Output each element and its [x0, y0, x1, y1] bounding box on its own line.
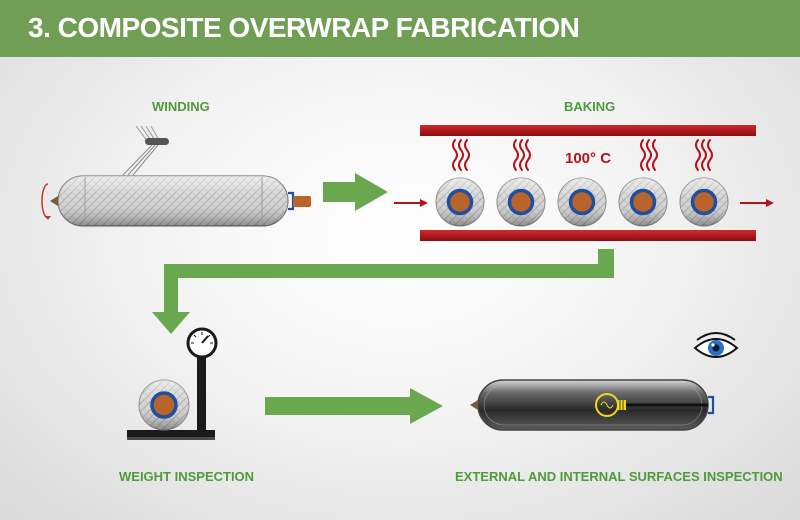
- oven: [394, 125, 774, 241]
- oven-tank: [679, 177, 729, 227]
- step-label-surfaces-inspection: EXTERNAL AND INTERNAL SURFACES INSPECTIO…: [455, 469, 783, 484]
- oven-top-bar: [420, 125, 756, 136]
- step-label-weight-inspection: WEIGHT INSPECTION: [119, 469, 255, 484]
- heat-wave-icon: [695, 139, 713, 171]
- oven-tank: [557, 177, 607, 227]
- scale: [127, 327, 218, 440]
- oven-temperature: 100° C: [565, 150, 611, 167]
- page-title: 3. COMPOSITE OVERWRAP FABRICATION: [28, 12, 580, 43]
- oven-bottom-bar: [420, 230, 756, 241]
- valve-fitting: [293, 196, 311, 207]
- arrow-to-baking: [323, 173, 388, 211]
- inspection-tank: [470, 379, 715, 431]
- flow-out-arrow: [766, 199, 774, 207]
- flow-in-arrow: [420, 199, 428, 207]
- oven-tanks: [435, 177, 729, 227]
- heat-waves: [452, 139, 713, 171]
- filament-guide: [122, 125, 169, 176]
- arrow-to-surfaces: [265, 388, 443, 424]
- oven-tank: [435, 177, 485, 227]
- rotation-arrow-icon: [41, 183, 49, 219]
- scale-column: [197, 357, 206, 437]
- oven-tank: [618, 177, 668, 227]
- step-label-winding: WINDING: [152, 99, 210, 114]
- title-bar: 3. COMPOSITE OVERWRAP FABRICATION: [0, 0, 800, 57]
- left-boss: [50, 196, 58, 206]
- arrow-to-weight: [152, 249, 614, 334]
- heat-wave-icon: [513, 139, 531, 171]
- heat-wave-icon: [640, 139, 658, 171]
- guide-eye: [145, 138, 169, 145]
- step-label-baking: BAKING: [564, 99, 616, 114]
- oven-tank: [496, 177, 546, 227]
- lightbulb-icon: [595, 393, 626, 417]
- winding-stage: [41, 125, 311, 227]
- heat-wave-icon: [452, 139, 470, 171]
- scale-base: [127, 430, 215, 437]
- eye-icon: [693, 332, 739, 358]
